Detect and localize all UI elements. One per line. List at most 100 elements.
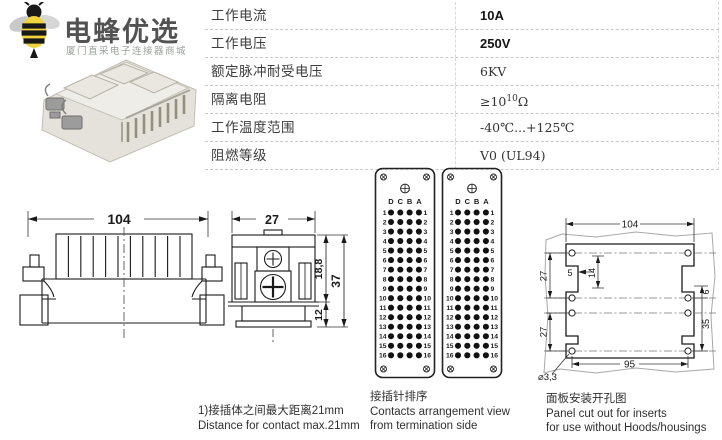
row-number-right: 6 [491, 258, 495, 265]
row-number-right: 14 [491, 334, 499, 341]
contact-dot [482, 228, 489, 235]
spec-row-impulse: 额定脉冲耐受电压 6KV [205, 58, 719, 86]
spec-value: 250V [455, 30, 510, 57]
brand-subtitle: 厦门直采电子连接器商城 [66, 46, 188, 57]
contact-dot [397, 228, 404, 235]
contact-dot [387, 218, 395, 226]
contact-dot [397, 342, 404, 349]
contact-dot [387, 342, 395, 349]
column-letter: B [474, 197, 480, 206]
corner-screw-icon [490, 365, 497, 373]
row-number-right: 9 [424, 286, 428, 293]
contact-dot [464, 352, 471, 359]
column-letter: D [388, 197, 394, 206]
contact-dot [387, 209, 395, 216]
contact-dot [464, 238, 471, 245]
dim-label-27: 27 [265, 213, 279, 227]
row-number-right: 8 [424, 277, 428, 284]
spec-value: ≥1010Ω [455, 86, 528, 113]
contact-dot [454, 314, 462, 321]
contact-dot [464, 218, 471, 226]
contact-dot [464, 276, 471, 283]
row-number-left: 6 [383, 258, 387, 265]
connector-product-photo [41, 59, 197, 163]
row-number-right: 7 [424, 267, 428, 274]
dim-label-104: 104 [107, 211, 131, 227]
contact-dot [464, 228, 471, 235]
contact-dot [415, 295, 422, 302]
dim-label-5: 5 [567, 268, 572, 278]
contact-dot [406, 276, 413, 283]
contact-dot [415, 276, 422, 283]
row-number-right: 8 [491, 277, 495, 284]
contact-dot [415, 352, 422, 359]
contact-dot [473, 276, 480, 283]
panel-cutout-drawing: 104 95 27 27 5 14 6 35 ⌀3,3 [538, 218, 716, 383]
contact-dot [406, 266, 413, 273]
contact-dot [387, 285, 395, 292]
dim-label-27-lower: 27 [539, 327, 550, 338]
caption-line-cn: 1)接插体之间最大距离21mm [198, 405, 344, 417]
row-number-left: 13 [379, 324, 387, 331]
dim-label-6: 6 [701, 289, 711, 294]
contact-dot [415, 247, 422, 254]
row-number-left: 5 [383, 248, 387, 255]
contact-dot [464, 342, 471, 349]
row-number-left: 1 [383, 210, 387, 217]
contact-dot [464, 209, 471, 216]
contact-dot [397, 257, 404, 264]
contact-dot [406, 314, 413, 321]
contact-dot [415, 238, 422, 245]
contact-dot [387, 266, 395, 273]
row-number-right: 13 [424, 324, 432, 331]
row-number-left: 16 [446, 353, 454, 360]
logo: 电蜂优选 厦门直采电子连接器商城 [8, 0, 198, 64]
contact-dot [454, 257, 462, 264]
row-number-right: 14 [424, 334, 432, 341]
contact-dot [415, 218, 422, 226]
caption-line-en: for use without Hoods/housings [546, 422, 707, 434]
contact-dot [473, 257, 480, 264]
caption-arrangement: 接插针排序 Contacts arrangement view from ter… [370, 390, 510, 434]
row-number-left: 2 [383, 219, 387, 226]
corner-screw-icon [447, 173, 454, 181]
front-view-drawing: 104 [19, 211, 225, 341]
contact-dot [464, 304, 471, 311]
contact-dot [473, 323, 480, 330]
row-number-left: 8 [383, 277, 387, 284]
row-number-left: 4 [383, 238, 387, 245]
row-number-left: 10 [379, 296, 387, 303]
resistance-unit: Ω [517, 94, 529, 110]
row-number-left: 9 [450, 286, 454, 293]
row-number-left: 12 [446, 315, 454, 322]
dim-label-27-upper: 27 [539, 271, 550, 282]
contact-dot [473, 218, 480, 226]
dim-label-37: 37 [329, 274, 343, 288]
column-letter: B [407, 197, 413, 206]
row-number-left: 5 [450, 248, 454, 255]
contact-dot [473, 238, 480, 245]
contact-dot [406, 333, 413, 340]
row-number-left: 9 [383, 286, 387, 293]
column-letter: A [416, 197, 422, 206]
contact-dot [387, 276, 395, 283]
contact-dot [397, 314, 404, 321]
row-number-left: 7 [450, 267, 454, 274]
column-letter: C [398, 197, 404, 206]
contact-dot [454, 228, 462, 235]
row-number-right: 1 [491, 210, 495, 217]
contact-dot [406, 238, 413, 245]
contact-dot [415, 342, 422, 349]
contact-dot [397, 218, 404, 226]
side-view-drawing: 27 18,8 12 37 [228, 211, 348, 343]
dim-label-14: 14 [587, 268, 597, 278]
row-number-left: 14 [446, 334, 454, 341]
cutout-outline [565, 243, 695, 359]
row-number-right: 13 [491, 324, 499, 331]
spec-label: 隔离电阻 [211, 92, 267, 107]
contact-dot [454, 323, 462, 330]
contact-dot [397, 266, 404, 273]
